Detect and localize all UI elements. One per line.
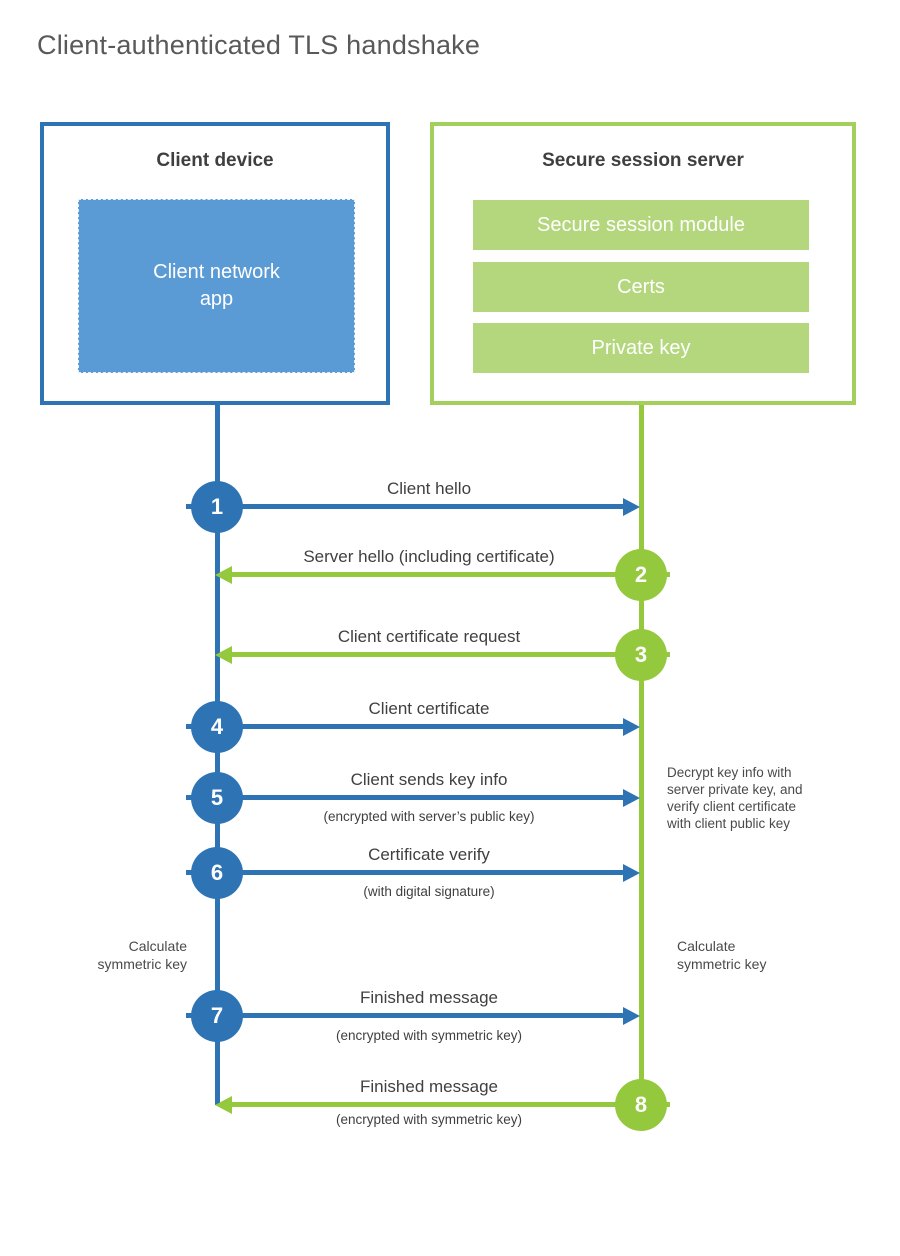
arrowhead-left-icon xyxy=(215,646,232,664)
step-circle-4: 4 xyxy=(191,701,243,753)
step-sublabel-7: (encrypted with symmetric key) xyxy=(335,1028,523,1043)
step-circle-5: 5 xyxy=(191,772,243,824)
arrowhead-left-icon xyxy=(215,566,232,584)
server-module-certs: Certs xyxy=(473,262,809,312)
page-title: Client-authenticated TLS handshake xyxy=(37,30,481,60)
arrowhead-right-icon xyxy=(623,864,640,882)
step-label-6: Certificate verify xyxy=(368,845,490,864)
step-label-5: Client sends key info xyxy=(350,770,508,789)
step-circle-8: 8 xyxy=(615,1079,667,1131)
client-lifeline xyxy=(215,405,220,1105)
step-label-8: Finished message xyxy=(360,1077,498,1096)
step-label-2: Server hello (including certificate) xyxy=(303,547,555,566)
arrowhead-right-icon xyxy=(623,789,640,807)
arrowhead-right-icon xyxy=(623,498,640,516)
arrow-key-info xyxy=(186,795,624,800)
step-label-7: Finished message xyxy=(360,988,498,1007)
client-device-box: Client device Client network app xyxy=(40,122,390,405)
step-label-4: Client certificate xyxy=(368,699,490,718)
arrow-client-certificate xyxy=(186,724,624,729)
step-circle-7: 7 xyxy=(191,990,243,1042)
note-calculate-symmetric-key-server: Calculate symmetric key xyxy=(677,938,767,972)
step-circle-1: 1 xyxy=(191,481,243,533)
step-circle-3: 3 xyxy=(615,629,667,681)
step-circle-2: 2 xyxy=(615,549,667,601)
server-module-secure-session: Secure session module xyxy=(473,200,809,250)
arrow-server-hello xyxy=(232,572,670,577)
note-decrypt-key-info: Decrypt key info with server private key… xyxy=(667,765,803,831)
server-lifeline xyxy=(639,405,644,1105)
secure-session-server-box: Secure session server Secure session mod… xyxy=(430,122,856,405)
arrowhead-right-icon xyxy=(623,718,640,736)
note-calculate-symmetric-key-client: Calculate symmetric key xyxy=(97,938,187,972)
server-module-private-key: Private key xyxy=(473,323,809,373)
arrowhead-left-icon xyxy=(215,1096,232,1114)
secure-session-server-title: Secure session server xyxy=(542,150,744,171)
step-circle-6: 6 xyxy=(191,847,243,899)
step-sublabel-5: (encrypted with server’s public key) xyxy=(323,809,535,824)
arrowhead-right-icon xyxy=(623,1007,640,1025)
arrow-client-hello xyxy=(186,504,624,509)
arrow-client-cert-request xyxy=(232,652,670,657)
arrow-finished-server xyxy=(232,1102,670,1107)
step-sublabel-8: (encrypted with symmetric key) xyxy=(335,1112,523,1127)
arrow-certificate-verify xyxy=(186,870,624,875)
step-sublabel-6: (with digital signature) xyxy=(363,884,495,899)
client-device-title: Client device xyxy=(156,150,274,171)
arrow-finished-client xyxy=(186,1013,624,1018)
step-label-1: Client hello xyxy=(386,479,472,498)
step-label-3: Client certificate request xyxy=(337,627,521,646)
client-network-app-box: Client network app xyxy=(78,199,355,373)
